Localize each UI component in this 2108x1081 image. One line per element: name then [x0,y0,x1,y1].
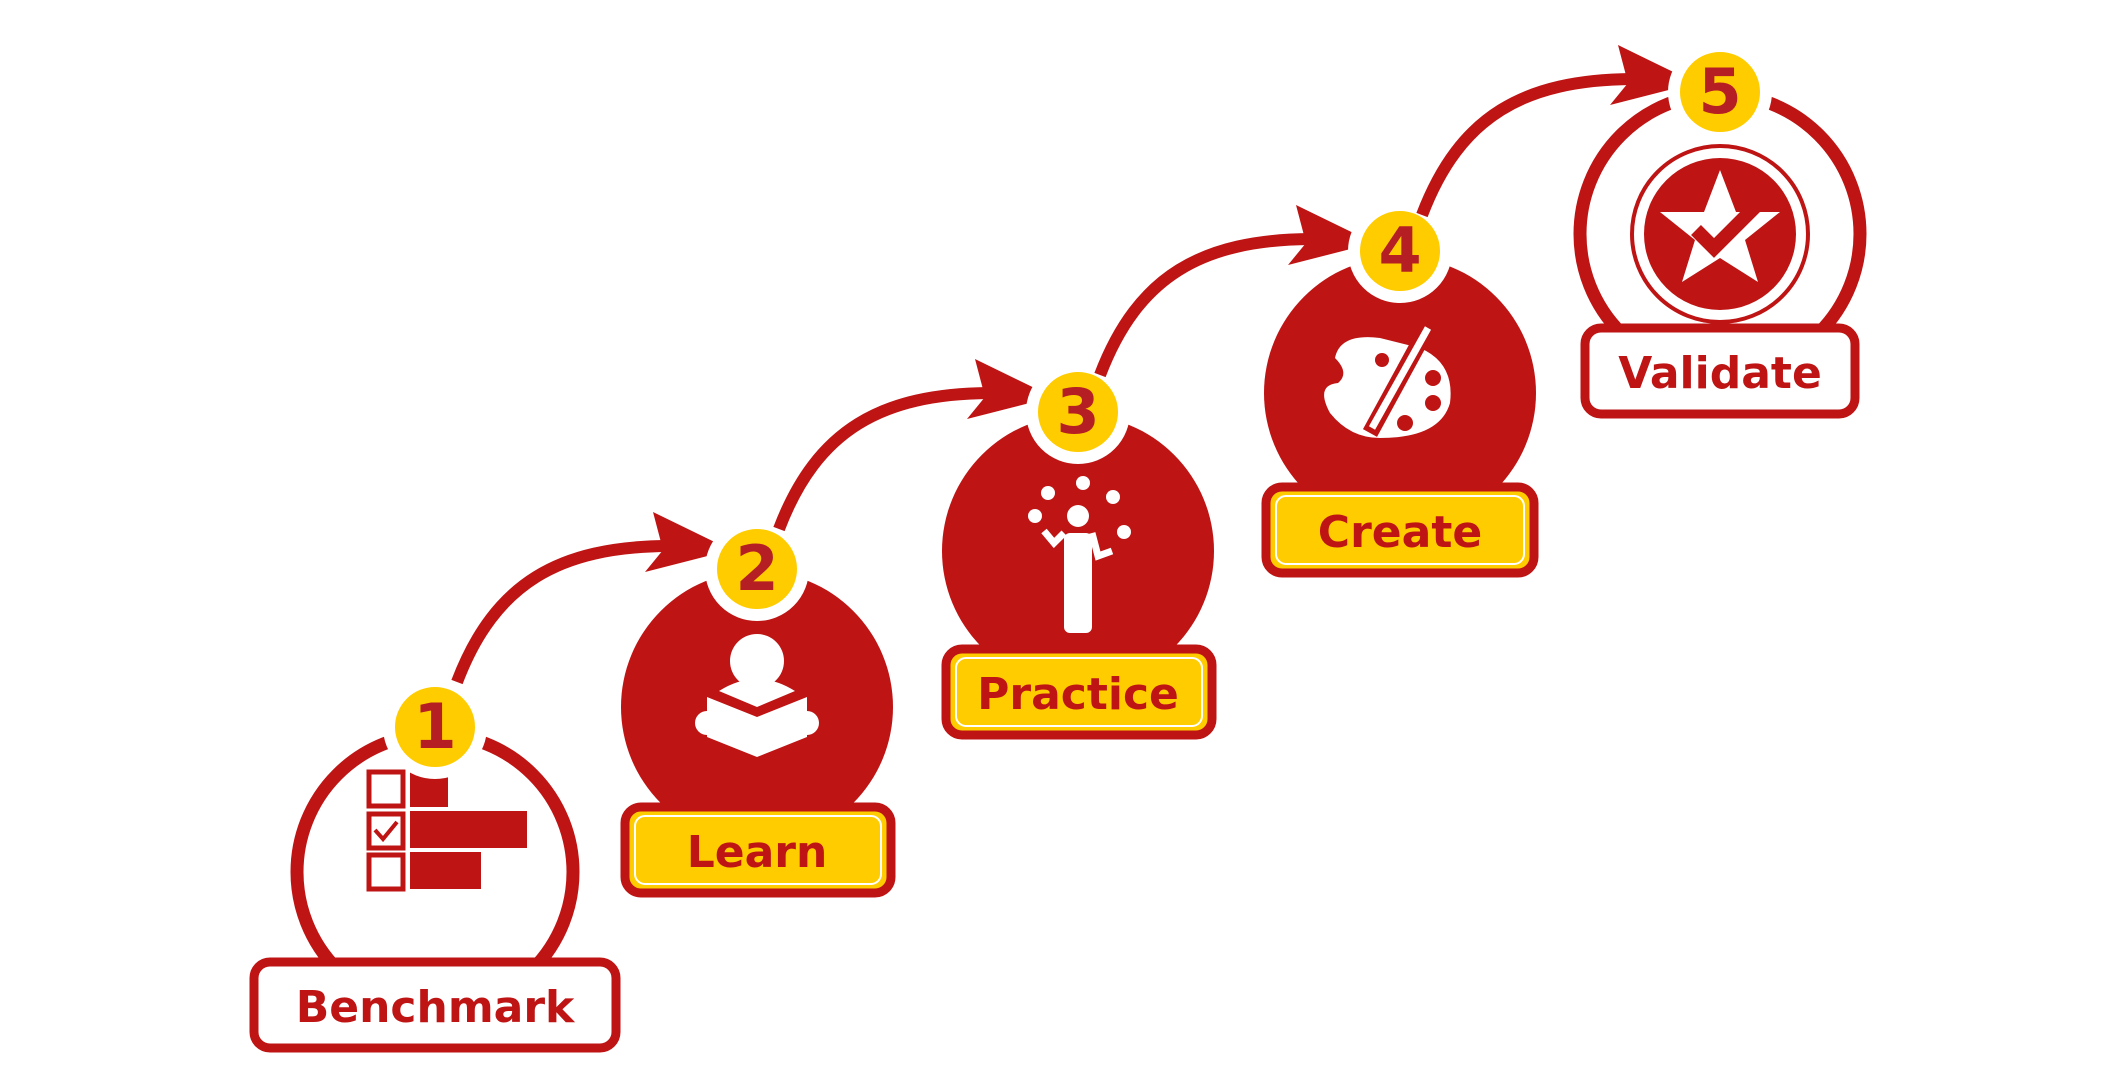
step-label-box: Validate [1580,323,1860,419]
step-label-box: Practice [941,644,1217,740]
number-badge [705,517,809,621]
step-5: Validate 5 [1573,40,1867,419]
step-label-box: Benchmark [249,957,621,1053]
step-number: 2 [735,532,778,605]
step-label: Validate [1618,348,1822,399]
star-check-icon [1630,144,1810,324]
number-badge [1026,360,1130,464]
person-juggling-icon [1028,476,1131,633]
step-number: 3 [1056,375,1099,448]
step-number: 4 [1378,214,1421,287]
number-badge [1668,40,1772,144]
person-reading-icon [695,634,819,757]
step-4: Create 4 [1261,45,1696,578]
number-badge [383,675,487,779]
paint-palette-icon [1324,319,1451,438]
step-label: Create [1318,507,1482,558]
step-3: Practice 3 [941,205,1374,740]
step-label: Practice [977,669,1179,720]
step-2: Learn 2 [620,359,1053,898]
step-label: Learn [687,827,828,878]
step-label: Benchmark [296,982,576,1033]
step-label-box: Create [1261,482,1539,578]
step-1: Benchmark 1 [249,512,731,1053]
step-label-box: Learn [620,802,896,898]
number-badge [1348,199,1452,303]
step-number: 1 [413,690,456,763]
step-number: 5 [1698,55,1741,128]
